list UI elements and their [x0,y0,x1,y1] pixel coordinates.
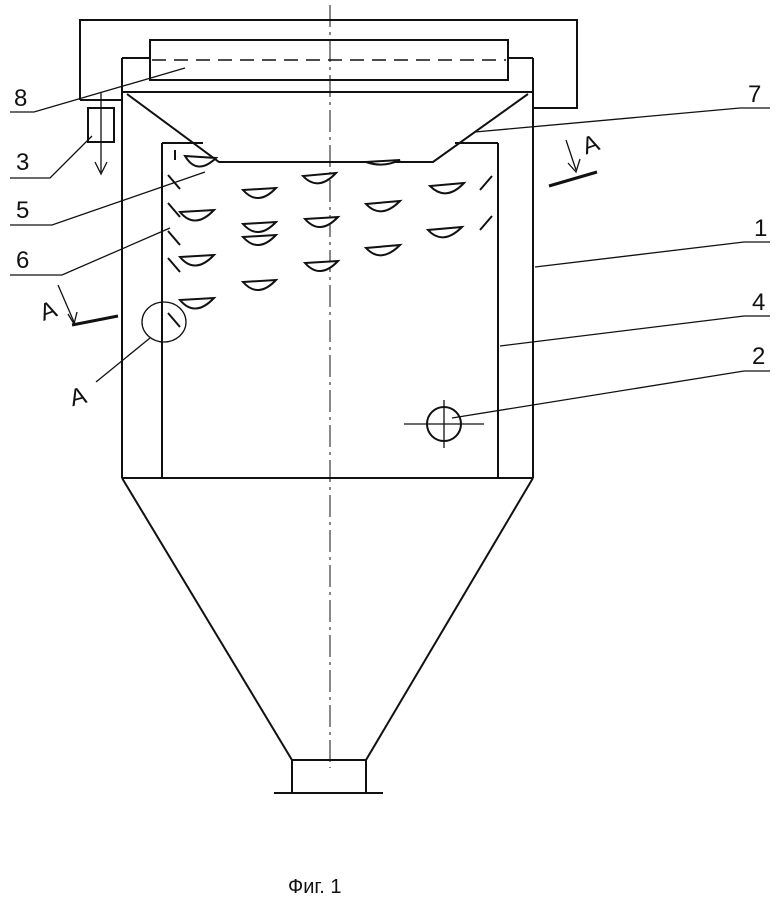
top-frame [79,19,578,109]
section-mark-right [548,139,598,188]
section-letter-left: А [36,296,60,327]
cups-group [177,154,467,310]
hopper-cone [121,477,534,761]
detail-letter: А [67,382,89,412]
label-part-8: 8 [14,85,27,112]
detail-callout-circle [141,301,187,343]
outlet-arrowhead-icon [94,161,108,176]
figure-caption: Фиг. 1 [288,876,341,898]
label-part-7: 7 [748,81,761,108]
section-letter-right: А [579,129,603,160]
label-part-1: 1 [754,215,767,242]
filter-element [149,39,509,81]
label-part-3: 3 [16,149,29,176]
section-mark-left [57,284,119,327]
label-part-2: 2 [752,343,765,370]
label-part-4: 4 [752,289,765,316]
label-part-5: 5 [16,197,29,224]
deflector-plates-left [167,150,181,328]
label-part-6: 6 [16,247,29,274]
distribution-funnel [126,93,529,163]
deflector-plates-right [479,175,493,231]
leader-lines [10,67,770,419]
